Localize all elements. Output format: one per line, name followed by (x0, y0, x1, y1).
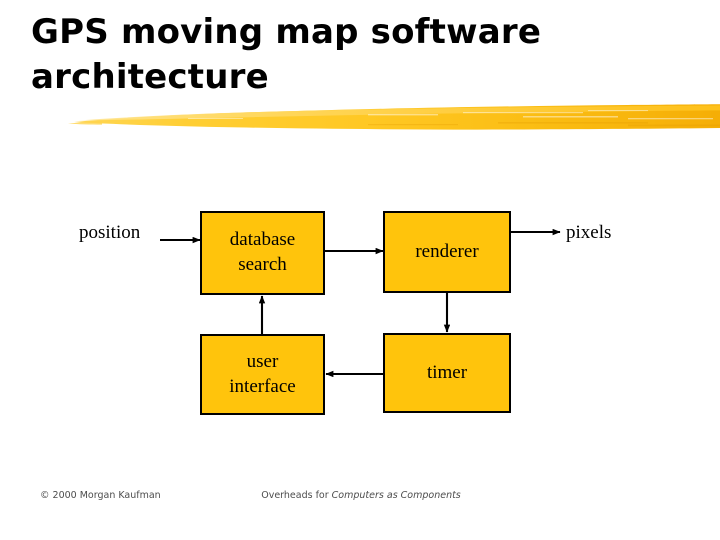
diagram-label-pixels: pixels (566, 222, 612, 243)
diagram-node-user-interface[interactable]: user interface (200, 334, 325, 415)
page-title: GPS moving map software architecture (31, 12, 554, 98)
diagram-node-renderer[interactable]: renderer (383, 211, 511, 293)
diagram-label-position: position (79, 222, 141, 243)
diagram-node-timer[interactable]: timer (383, 333, 511, 413)
diagram-node-database-search[interactable]: database search (200, 211, 325, 295)
brush-stroke-accent (68, 104, 720, 130)
footer-copyright: © 2000 Morgan Kaufman (40, 490, 161, 501)
footer-source-prefix: Overheads for (261, 490, 332, 501)
footer-source-credit: Overheads for Computers as Components (241, 489, 481, 504)
footer-source-title: Computers as Components (331, 490, 461, 501)
